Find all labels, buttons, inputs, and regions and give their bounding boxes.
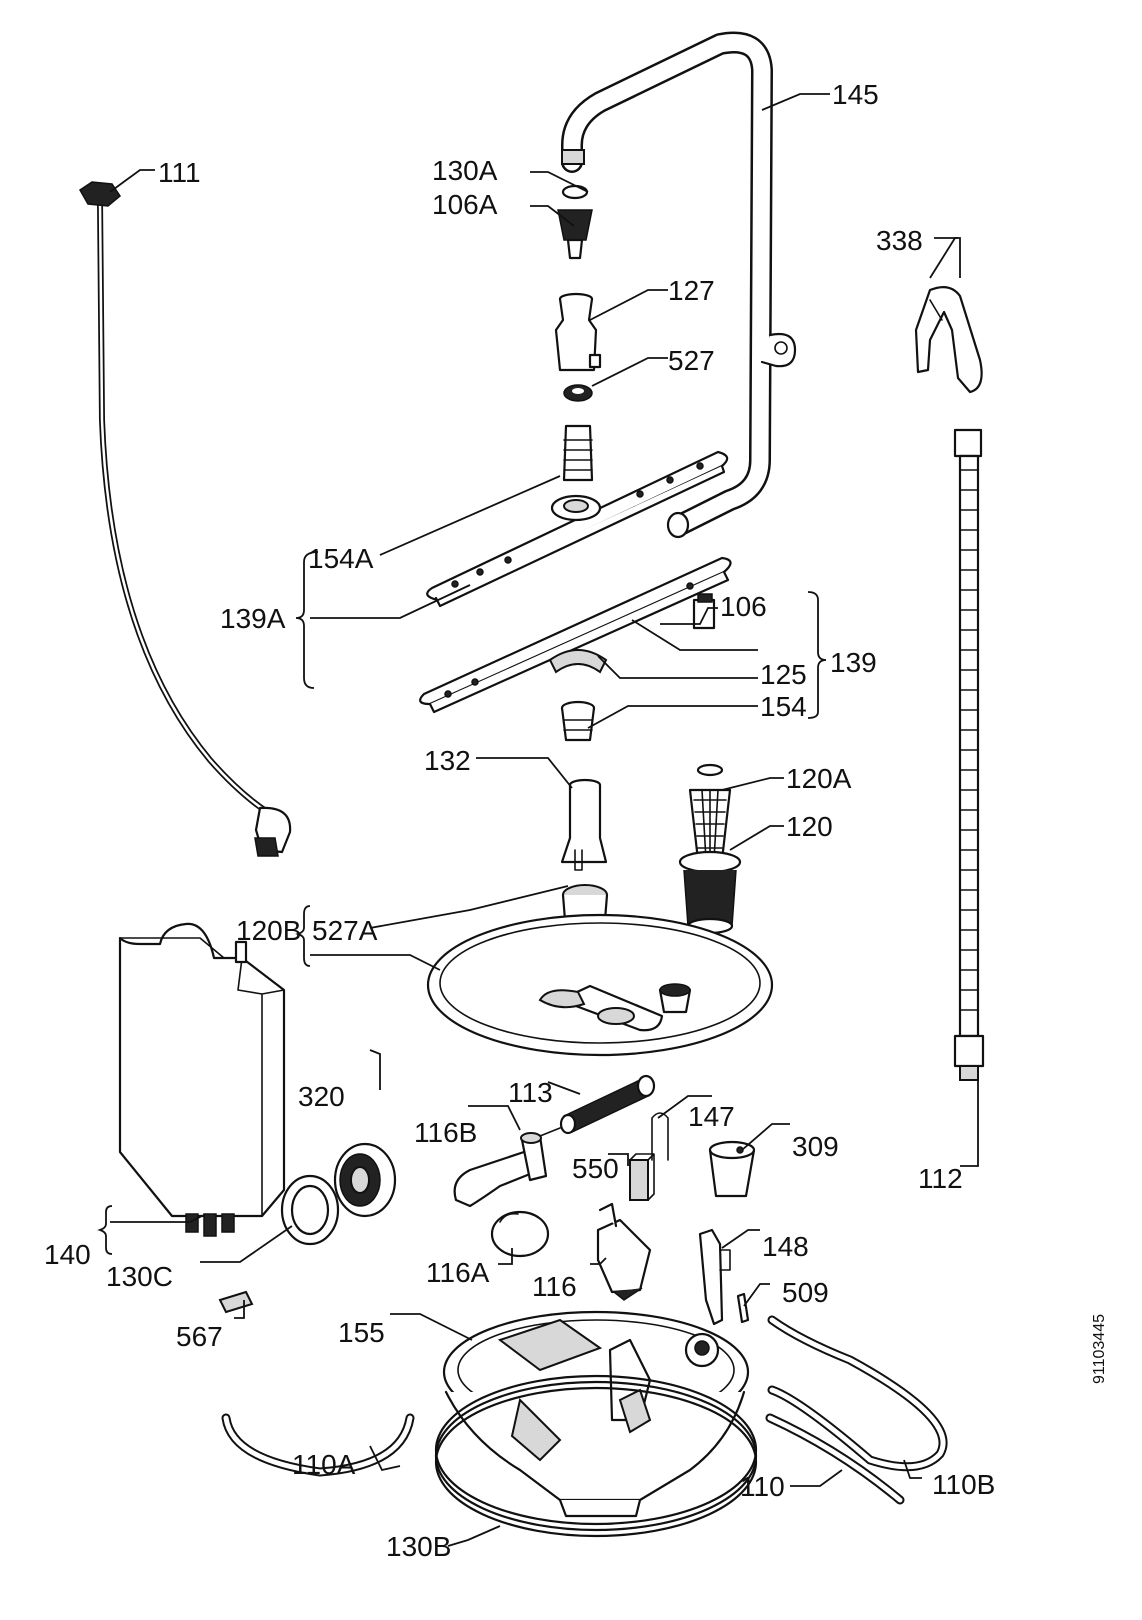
part-113-heater [559,1074,656,1135]
label-130C: 130C [106,1261,173,1292]
label-110B: 110B [932,1469,995,1500]
label-154A: 154A [308,543,374,574]
part-112-drain-hose [953,428,985,1081]
label-111: 111 [158,157,201,188]
part-527A-ring [561,884,609,922]
label-309: 309 [792,1131,839,1162]
part-sump-cover-plate [426,913,774,1057]
label-112: 112 [918,1163,963,1194]
part-106 [692,593,716,630]
part-110B-hose [767,1315,948,1472]
label-509: 509 [782,1277,829,1308]
part-120-filter [678,850,742,935]
label-155: 155 [338,1317,385,1348]
leader-lines [97,93,979,1547]
part-130A-o-ring [561,184,589,200]
label-147: 147 [688,1101,735,1132]
part-154A-upper-spray-arm [426,424,729,608]
label-113: 113 [508,1077,553,1108]
part-132-tube [560,778,608,871]
part-116-part [596,1202,652,1301]
label-130B: 130B [386,1531,451,1562]
part-120A-filter [688,763,732,862]
part-320-cap [333,1142,397,1218]
part-139-lower-spray-arm [419,556,732,714]
label-116: 116 [532,1271,577,1302]
document-number: 91103445 [1091,1314,1108,1384]
part-110-hose [765,1413,905,1505]
label-527: 527 [668,345,715,376]
label-110A: 110A [292,1449,356,1480]
label-130A: 130A [432,155,498,186]
part-567-clip [218,1290,254,1314]
label-106A: 106A [432,189,498,220]
part-127-connector [554,292,602,372]
part-148-bracket [698,1228,731,1326]
part-116B-valve [453,1127,561,1208]
part-509-pin [736,1292,750,1324]
part-116A-float [490,1210,550,1258]
part-106A-nut [557,209,593,260]
part-309-cup [708,1140,756,1198]
label-139: 139 [830,647,877,678]
label-145: 145 [832,79,879,110]
label-550: 550 [572,1153,619,1184]
part-527-bearing [563,384,593,402]
part-154-hub [560,700,596,742]
label-527A: 527A [312,915,378,946]
label-140: 140 [44,1239,91,1270]
part-147-wire [651,1112,669,1161]
part-125-clip [548,649,608,674]
label-120: 120 [786,811,833,842]
label-148: 148 [762,1231,809,1262]
part-130B-gasket [434,1374,758,1538]
label-132: 132 [424,745,471,776]
label-116B: 116B [414,1117,477,1148]
part-130C-seal [280,1174,340,1246]
label-139A: 139A [220,603,286,634]
label-116A: 116A [426,1257,490,1288]
label-320: 320 [298,1081,345,1112]
label-110: 110 [740,1471,785,1502]
label-125: 125 [760,659,807,690]
label-120A: 120A [786,763,852,794]
part-110A-hose [221,1413,415,1477]
label-127: 127 [668,275,715,306]
part-111-hose [79,181,292,857]
part-155-sump [442,1310,750,1518]
label-154: 154 [760,691,807,722]
label-567: 567 [176,1321,223,1352]
label-120B: 120B [236,915,301,946]
part-338-clip [914,285,983,394]
part-145-supply-pipe [561,31,797,539]
part-140-softener [118,922,286,1237]
label-338: 338 [876,225,923,256]
part-550-block [629,1153,655,1201]
label-106: 106 [720,591,767,622]
